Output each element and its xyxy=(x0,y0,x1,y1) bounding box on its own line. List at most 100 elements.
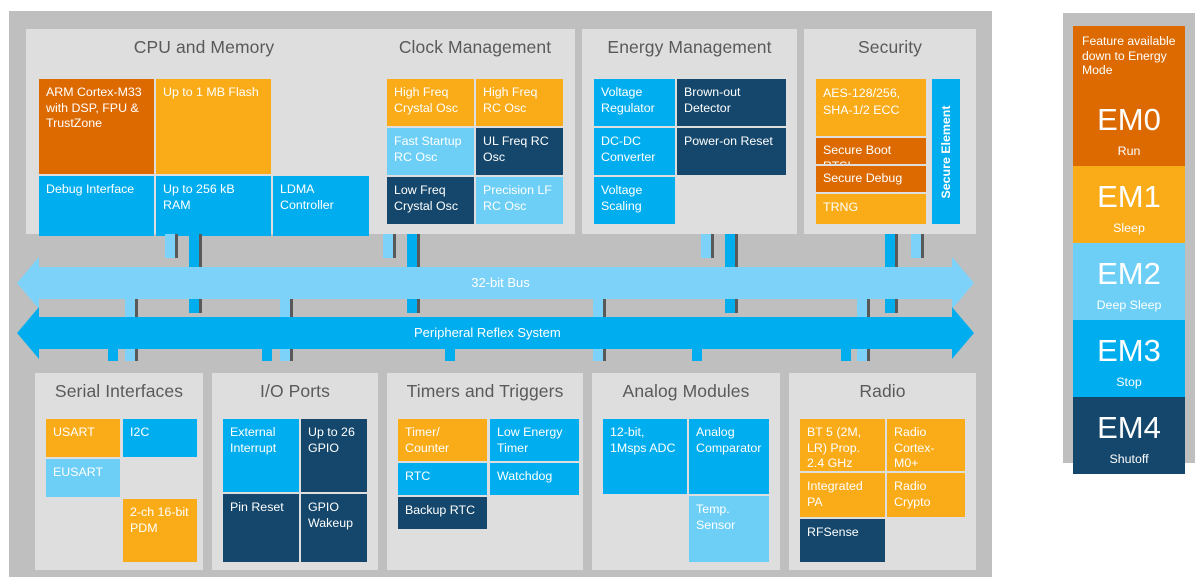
legend-em-label: EM2 xyxy=(1097,256,1161,291)
group-title-radio: Radio xyxy=(859,381,906,401)
connector-shadow xyxy=(711,234,714,258)
bus-32bit-label: 32-bit Bus xyxy=(471,275,530,290)
group-cpu-and-memory: CPU and Memory ARM Cortex-M33 with DSP, … xyxy=(26,29,382,236)
block-brown-out-detector[interactable]: Brown-out Detector xyxy=(677,79,786,126)
chip-container: CPU and Memory ARM Cortex-M33 with DSP, … xyxy=(9,11,992,577)
connector-shadow xyxy=(393,234,396,258)
bus-prs-bar xyxy=(39,317,952,349)
connector-dark xyxy=(445,349,455,361)
bus-32bit-bar xyxy=(39,267,952,299)
block-ul-freq-rc-osc[interactable]: UL Freq RC Osc xyxy=(476,128,563,175)
block-rfsense[interactable]: RFSense xyxy=(800,519,885,562)
prs-arrow-left xyxy=(17,307,39,359)
block-eusart[interactable]: EUSART xyxy=(46,459,120,497)
block-ram[interactable]: Up to 256 kB RAM xyxy=(156,176,271,236)
block-pin-reset[interactable]: Pin Reset xyxy=(223,494,299,562)
group-radio: Radio BT 5 (2M, LR) Prop. 2.4 GHz Radio … xyxy=(789,373,976,570)
connector-dark xyxy=(108,349,118,361)
block-gpio[interactable]: Up to 26 GPIO xyxy=(301,419,367,492)
energy-mode-legend: Feature available down to Energy Mode EM… xyxy=(1063,13,1195,474)
legend-em-sub: Deep Sleep xyxy=(1096,298,1162,312)
block-voltage-scaling[interactable]: Voltage Scaling xyxy=(594,177,675,224)
block-gpio-wakeup[interactable]: GPIO Wakeup xyxy=(301,494,367,562)
legend-em-label: EM1 xyxy=(1097,179,1161,214)
legend-em-label: EM0 xyxy=(1097,102,1161,137)
block-flash[interactable]: Up to 1 MB Flash xyxy=(156,79,271,174)
block-hf-crystal-osc[interactable]: High Freq Crystal Osc xyxy=(387,79,474,126)
group-clock-management: Clock Management High Freq Crystal Osc H… xyxy=(375,29,575,234)
block-timer-counter[interactable]: Timer/ Counter xyxy=(398,419,487,461)
legend-item-em4[interactable]: EM4 Shutoff xyxy=(1073,397,1185,474)
block-ldma-controller[interactable]: LDMA Controller xyxy=(273,176,369,236)
block-radio-crypto[interactable]: Radio Crypto xyxy=(887,473,965,517)
group-timers-and-triggers: Timers and Triggers Timer/ Counter Low E… xyxy=(387,373,583,570)
legend-em-sub: Sleep xyxy=(1113,221,1145,235)
block-integrated-pa[interactable]: Integrated PA xyxy=(800,473,885,517)
group-title-cpu-and-memory: CPU and Memory xyxy=(133,37,275,57)
connector-dark xyxy=(262,349,272,361)
group-io-ports: I/O Ports External Interrupt Up to 26 GP… xyxy=(212,373,378,570)
block-secure-boot-rtsl[interactable]: Secure Boot RTSL xyxy=(816,138,926,164)
block-secure-debug[interactable]: Secure Debug xyxy=(816,166,926,192)
connector-shadow xyxy=(175,234,178,258)
block-analog-comparator[interactable]: Analog Comparator xyxy=(689,419,769,494)
bus-prs-label: Peripheral Reflex System xyxy=(414,325,561,340)
block-i2c[interactable]: I2C xyxy=(123,419,197,457)
block-rtc[interactable]: RTC xyxy=(398,463,487,495)
block-backup-rtc[interactable]: Backup RTC xyxy=(398,497,487,529)
bus-arrow-right xyxy=(952,257,974,309)
connector-light xyxy=(701,234,711,258)
bus-arrow-left xyxy=(17,257,39,309)
group-analog-modules: Analog Modules 12-bit, 1Msps ADC Analog … xyxy=(592,373,780,570)
legend-note: Feature available down to Energy Mode xyxy=(1082,34,1176,78)
block-usart[interactable]: USART xyxy=(46,419,120,457)
block-arm-cortex-m33[interactable]: ARM Cortex-M33 with DSP, FPU & TrustZone xyxy=(39,79,154,174)
group-title-security: Security xyxy=(857,37,922,57)
block-secure-element[interactable]: Secure Element xyxy=(932,79,960,224)
connector-dark xyxy=(841,349,851,361)
block-hf-rc-osc[interactable]: High Freq RC Osc xyxy=(476,79,563,126)
block-debug-interface[interactable]: Debug Interface xyxy=(39,176,154,236)
connector-shadow xyxy=(921,234,924,258)
legend-em-sub: Run xyxy=(1117,144,1141,158)
connector-dark xyxy=(692,349,702,361)
block-trng[interactable]: TRNG xyxy=(816,194,926,224)
legend-item-em1[interactable]: EM1 Sleep xyxy=(1073,166,1185,243)
block-temp-sensor[interactable]: Temp. Sensor xyxy=(689,496,769,562)
block-voltage-regulator[interactable]: Voltage Regulator xyxy=(594,79,675,126)
group-title-analog-modules: Analog Modules xyxy=(622,381,750,401)
group-title-clock-management: Clock Management xyxy=(398,37,552,57)
legend-em-label: EM3 xyxy=(1097,333,1161,368)
block-pdm[interactable]: 2-ch 16-bit PDM xyxy=(123,499,197,562)
group-title-timers-and-triggers: Timers and Triggers xyxy=(406,381,564,401)
block-lf-crystal-osc[interactable]: Low Freq Crystal Osc xyxy=(387,177,474,224)
legend-em-label: EM4 xyxy=(1097,410,1161,445)
group-security: Security AES-128/256, SHA-1/2 ECC Secure… xyxy=(804,29,976,234)
connector-light xyxy=(383,234,393,258)
block-external-interrupt[interactable]: External Interrupt xyxy=(223,419,299,492)
legend-em-sub: Stop xyxy=(1116,375,1142,389)
block-radio-cortex-m0[interactable]: Radio Cortex-M0+ xyxy=(887,419,965,471)
block-dc-dc-converter[interactable]: DC-DC Converter xyxy=(594,128,675,175)
group-title-energy-management: Energy Management xyxy=(607,37,772,57)
legend-em-sub: Shutoff xyxy=(1109,452,1149,466)
block-watchdog[interactable]: Watchdog xyxy=(490,463,579,495)
legend-item-em3[interactable]: EM3 Stop xyxy=(1073,320,1185,397)
legend-item-em2[interactable]: EM2 Deep Sleep xyxy=(1073,243,1185,320)
block-precision-lf-rc-osc[interactable]: Precision LF RC Osc xyxy=(476,177,563,224)
block-low-energy-timer[interactable]: Low Energy Timer xyxy=(490,419,579,461)
block-power-on-reset[interactable]: Power-on Reset xyxy=(677,128,786,175)
block-adc[interactable]: 12-bit, 1Msps ADC xyxy=(603,419,687,494)
group-title-io-ports: I/O Ports xyxy=(260,381,330,401)
group-serial-interfaces: Serial Interfaces USART I2C EUSART 2-ch … xyxy=(35,373,203,570)
secure-element-label: Secure Element xyxy=(939,105,953,198)
legend-item-em0[interactable]: Feature available down to Energy Mode EM… xyxy=(1073,26,1185,166)
group-energy-management: Energy Management Voltage Regulator Brow… xyxy=(582,29,797,234)
block-fast-startup-rc-osc[interactable]: Fast Startup RC Osc xyxy=(387,128,474,175)
block-aes-sha-ecc[interactable]: AES-128/256, SHA-1/2 ECC xyxy=(816,79,926,136)
block-bt5[interactable]: BT 5 (2M, LR) Prop. 2.4 GHz xyxy=(800,419,885,471)
group-title-serial-interfaces: Serial Interfaces xyxy=(54,381,184,401)
prs-arrow-right xyxy=(952,307,974,359)
connector-light xyxy=(165,234,175,258)
